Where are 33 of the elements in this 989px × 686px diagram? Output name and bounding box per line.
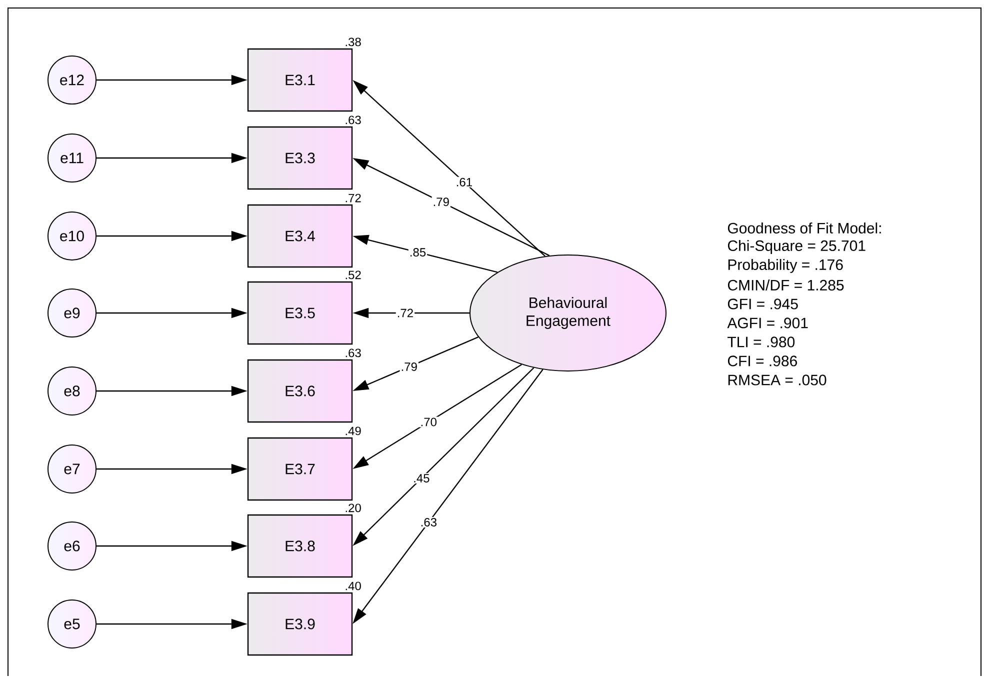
- r-squared-value: .63: [346, 116, 361, 124]
- r-squared-value: .52: [346, 270, 361, 280]
- r-squared-value: .40: [346, 582, 361, 590]
- fit-statistic: Probability = .176: [728, 259, 843, 273]
- edge-label: .63: [421, 518, 436, 526]
- fit-statistic: TLI = .980: [728, 336, 795, 348]
- edge-label: .61: [456, 178, 472, 186]
- edge-label: .85: [410, 248, 426, 257]
- r-squared-value: .63: [346, 348, 361, 358]
- edge-label: .45: [414, 474, 430, 482]
- r-squared-value: .72: [346, 194, 361, 202]
- edge-label: .70: [421, 418, 436, 426]
- indicator-box: E3.9: [247, 592, 353, 656]
- fit-statistic: Goodness of Fit Model:: [728, 222, 881, 234]
- indicator-box: E3.5: [247, 281, 353, 345]
- indicator-box: E3.3: [247, 126, 353, 190]
- r-squared-value: .20: [346, 504, 361, 512]
- fit-statistic: CFI = .986: [728, 356, 797, 366]
- edge-label: .79: [402, 362, 417, 371]
- fit-statistic: AGFI = .901: [727, 318, 808, 328]
- fit-statistic: CMIN/DF = 1.285: [728, 279, 844, 290]
- indicator-box: E3.4: [247, 204, 353, 268]
- edge-label: .79: [434, 198, 449, 206]
- indicator-box: E3.7: [247, 437, 353, 501]
- r-squared-value: .38: [346, 38, 361, 46]
- r-squared-value: .49: [346, 426, 361, 436]
- fit-statistic: RMSEA = .050: [728, 374, 826, 386]
- indicator-box: E3.8: [247, 514, 353, 578]
- indicator-box: E3.1: [247, 48, 353, 112]
- fit-statistic: Chi-Square = 25.701: [728, 240, 866, 254]
- edge-label: .72: [398, 308, 413, 318]
- indicator-box: E3.6: [247, 359, 353, 423]
- fit-statistic: GFI = .945: [728, 298, 798, 310]
